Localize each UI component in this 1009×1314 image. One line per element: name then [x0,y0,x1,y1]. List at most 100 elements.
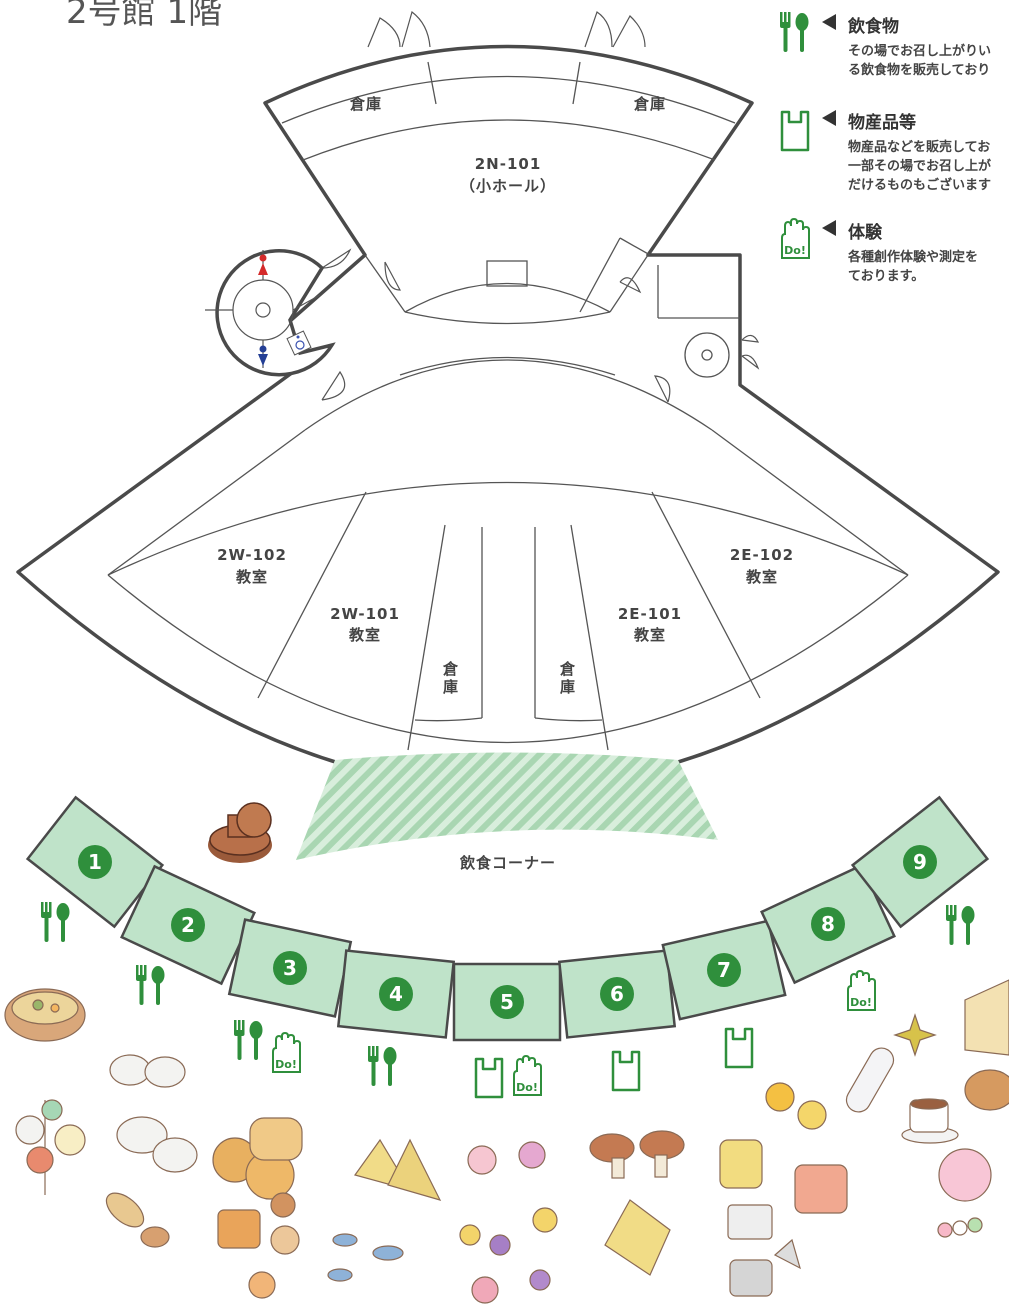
booth-number: 5 [500,990,514,1014]
booth-4: 4 [336,949,456,1039]
legend-arrow-icon [822,14,836,30]
booth-number: 4 [389,982,403,1006]
storage-center-left-2: 庫 [443,678,459,696]
room-walls [107,61,909,751]
do-hand-icon: Do! [513,1054,542,1096]
doors [321,10,760,403]
storage-center-right-2: 庫 [560,678,576,696]
booth-number-badge: 4 [379,977,413,1011]
legend-experience-desc: 各種創作体験や測定を ております。 [848,250,979,284]
booth-number: 1 [88,850,102,874]
room-2w101-code: 2W-101 [330,605,400,623]
booth-1: 1 [25,795,165,929]
shopping-bag-icon [724,1027,754,1069]
fork-spoon-icon [136,965,165,1005]
legend-arrow-icon [822,220,836,236]
cookie-illustration [217,1192,300,1299]
booth-number-badge: 2 [171,908,205,942]
do-label: Do! [850,996,872,1009]
male-restroom-icon [258,345,268,366]
booth-number: 3 [283,956,297,980]
legend-goods-desc: 物産品などを販売してお 一部その場でお召し上が だけるものもございます [848,140,992,193]
booth-number: 6 [610,982,624,1006]
fish-illustration [327,1233,404,1282]
booth-number-badge: 6 [600,977,634,1011]
booth-number-badge: 7 [707,953,741,987]
room-2w102-code: 2W-102 [217,546,287,564]
storage-center-right-1: 倉 [559,660,576,678]
legend-food-title: 飲食物 [848,17,899,37]
bowl-illustration [4,988,86,1042]
candy-illustration [765,1082,827,1130]
shopping-bag-icon [474,1057,504,1099]
booth-9: 9 [850,795,990,929]
booth-number-badge: 1 [78,845,112,879]
do-hand-icon: Do! [272,1031,301,1073]
shopping-bag-icon [611,1050,641,1092]
fork-spoon-icon [234,1020,263,1060]
product-illustrations [4,979,1009,1304]
female-restroom-icon [258,254,268,275]
dumpling-illustration [109,1054,198,1173]
booth-layer: 1 2 3 4 5 6 7 8 9 [25,795,990,1042]
do-hand-icon: Do! [781,218,810,259]
peanut-illustration [105,1192,170,1248]
booth-number-badge: 9 [903,845,937,879]
fork-spoon-icon [368,1046,397,1086]
legend-food-desc: その場でお召し上がりい る飲食物を販売しており [848,44,992,78]
do-hand-icon: Do! [847,969,876,1011]
sparkle-icon [893,1013,937,1057]
bone-illustration [845,1047,895,1113]
food-corner-label: 飲食コーナー [459,854,556,872]
mushroom-illustration [589,1130,685,1179]
legend-experience-title: 体験 [848,223,882,243]
fork-spoon-icon [41,902,70,942]
storage-center-left-1: 倉 [442,660,459,678]
skewer-illustration [15,1099,86,1195]
booth-number: 9 [913,850,927,874]
booth-number: 7 [717,958,731,982]
wheelchair-icon [286,330,312,356]
booth-3: 3 [227,918,353,1018]
booth-number-badge: 5 [490,985,524,1019]
fork-spoon-icon [946,905,975,945]
do-label: Do! [275,1058,297,1071]
bread-illustration [212,1117,303,1200]
flower-illustration [459,1141,558,1304]
do-label: Do! [516,1081,538,1094]
storage-left-label: 倉庫 [349,95,382,113]
room-2w101-name: 教室 [348,626,381,644]
sakura-illustration [937,1148,992,1238]
food-corner: 飲食コーナー [296,752,718,872]
hall-code-label: 2N-101 [475,155,542,173]
legend-goods-title: 物産品等 [848,113,916,133]
category-legend: 飲食物 その場でお召し上がりい る飲食物を販売しており 物産品等 物産品などを販… [778,0,1009,300]
booth-6: 6 [557,949,677,1039]
shopping-bag-icon [780,110,810,152]
do-label: Do! [784,244,806,257]
room-2e102-code: 2E-102 [730,546,794,564]
storage-right-label: 倉庫 [633,95,666,113]
room-2e101-code: 2E-101 [618,605,682,623]
booth-number-badge: 3 [273,951,307,985]
room-2w102-name: 教室 [235,568,268,586]
page-title: 2号館 1階 [66,0,223,32]
tofu-illustration [727,1204,801,1297]
hall-name-label: （小ホール） [460,177,556,195]
roll-cake-illustration [964,1069,1009,1111]
room-2e102-name: 教室 [745,568,778,586]
room-2e101-name: 教室 [633,626,666,644]
booth-5: 5 [452,962,562,1042]
booth-number-badge: 8 [811,907,845,941]
booth-7: 7 [661,919,787,1021]
fried-food-illustration [354,1138,442,1201]
booth-number: 8 [821,912,835,936]
stamp-icon [208,802,272,863]
category-icon-layer: Do! Do! Do! [41,902,975,1099]
sandwich-illustration [964,979,1009,1056]
booth-number: 2 [181,913,195,937]
room-labels: 倉庫 倉庫 2N-101 （小ホール） 2W-102 教室 2W-101 教室 … [217,95,794,696]
tea-bag-illustration [604,1199,671,1276]
cup-illustration [901,1098,959,1144]
